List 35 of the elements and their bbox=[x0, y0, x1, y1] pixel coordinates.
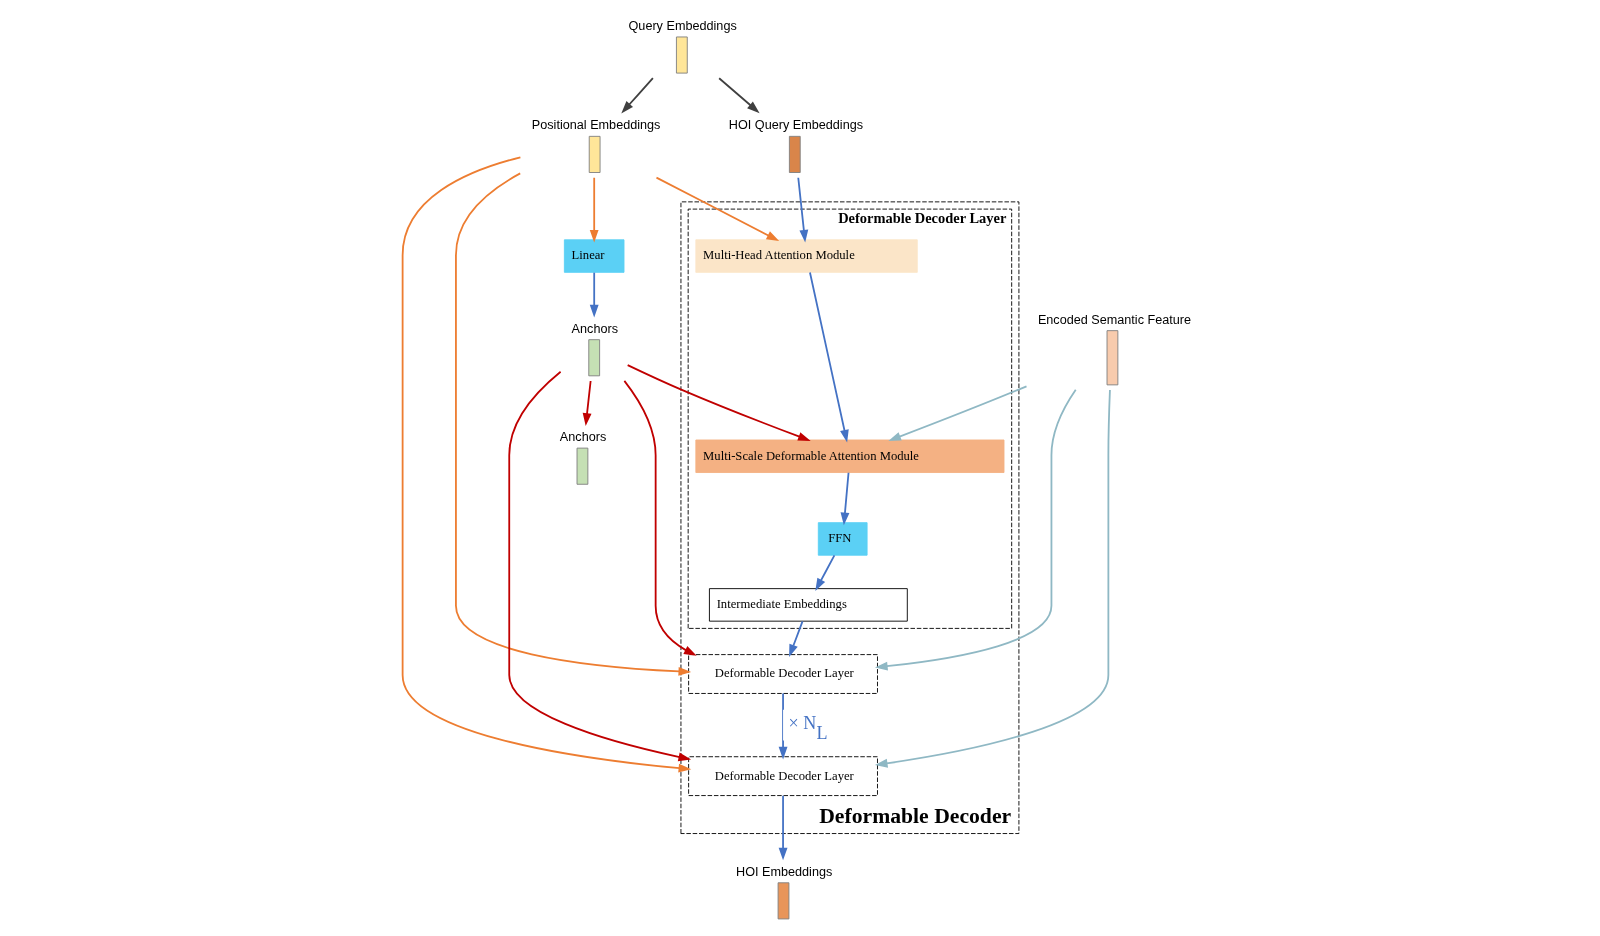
arrow bbox=[874, 389, 1111, 768]
arrow bbox=[840, 471, 850, 526]
arrow bbox=[809, 271, 849, 443]
arrow bbox=[621, 77, 654, 114]
arrow bbox=[655, 176, 780, 242]
node-label: Anchors bbox=[571, 321, 618, 336]
arrow bbox=[455, 172, 692, 676]
node-label: HOI Embeddings bbox=[736, 864, 833, 879]
arrow bbox=[623, 379, 697, 656]
arrow bbox=[778, 794, 788, 861]
node-box: Deformable Decoder Layer bbox=[688, 756, 878, 797]
arrow bbox=[589, 271, 599, 318]
node-label: Query Embeddings bbox=[628, 18, 737, 33]
arrow bbox=[718, 77, 760, 114]
arrow bbox=[401, 156, 692, 773]
arrow bbox=[888, 385, 1028, 441]
arrow bbox=[778, 692, 788, 760]
node-label: Positional Embeddings bbox=[531, 118, 661, 133]
arrow bbox=[589, 176, 599, 243]
node-label: HOI Query Embeddings bbox=[728, 118, 864, 133]
arrow bbox=[815, 554, 836, 592]
node-box: Intermediate Embeddings bbox=[708, 588, 908, 622]
arrow bbox=[797, 176, 809, 243]
arrow bbox=[508, 370, 692, 762]
node-box: Linear bbox=[563, 239, 625, 273]
node-box: Deformable Decoder Layer bbox=[688, 654, 878, 694]
node-label: Anchors bbox=[559, 430, 607, 445]
node-box: FFN bbox=[817, 522, 868, 556]
arrow bbox=[626, 364, 811, 441]
arrow bbox=[789, 620, 804, 658]
arrow bbox=[582, 380, 592, 426]
node-label: Encoded Semantic Feature bbox=[1037, 312, 1192, 327]
arrow bbox=[874, 388, 1077, 671]
node-box: Multi-Scale Deformable Attention Module bbox=[695, 439, 1005, 473]
node-box: Multi-Head Attention Module bbox=[695, 239, 918, 273]
